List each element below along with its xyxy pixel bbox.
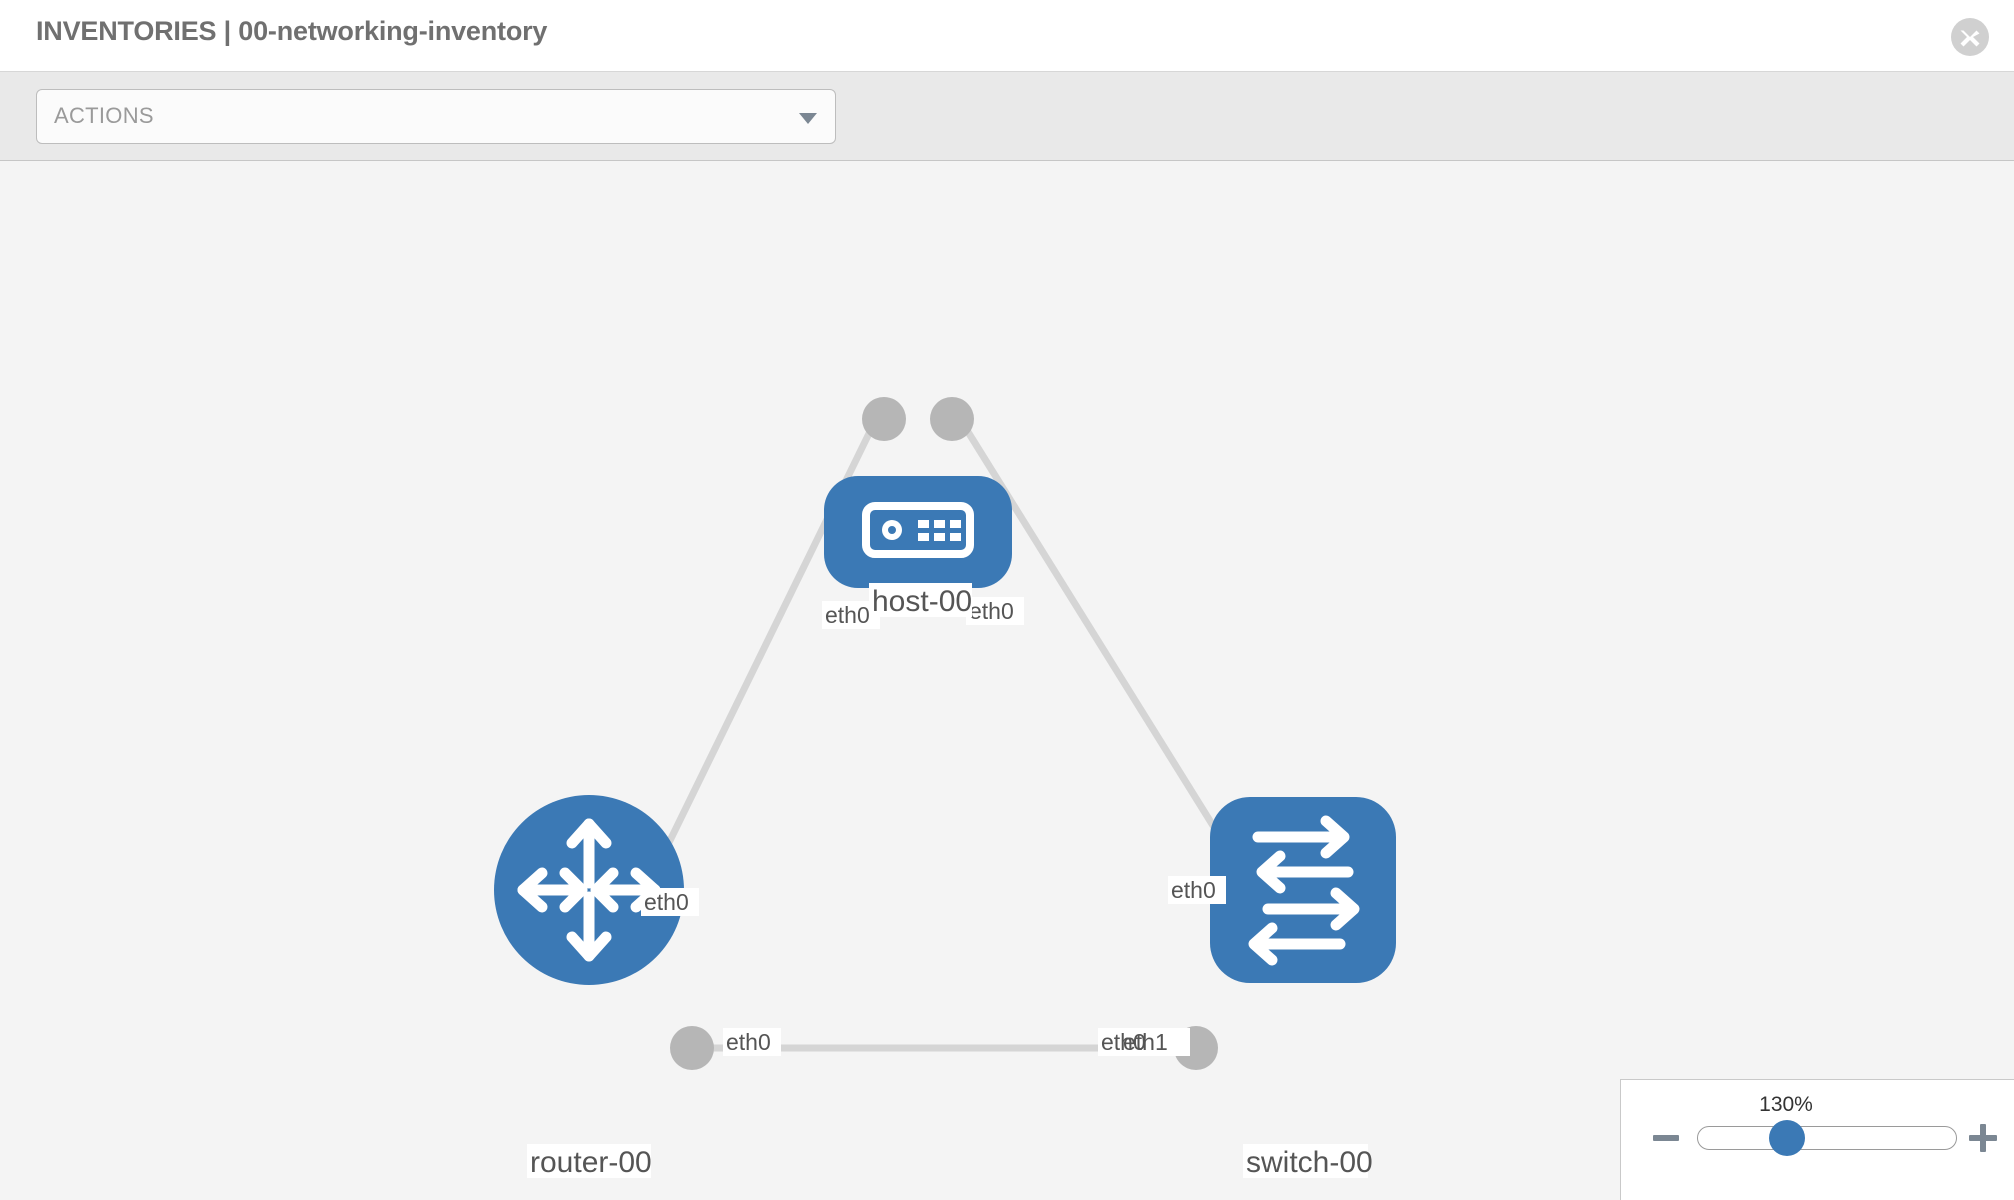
interface-labels: eth0 eth0 eth0 eth0 eth0 eth0 eth1 [641, 597, 1226, 1056]
zoom-control-panel: 130% [1620, 1079, 2014, 1200]
edge-label-switch00-eth0-left: eth0 [1101, 1029, 1146, 1055]
link-host00-switch00[interactable] [952, 409, 1238, 863]
actions-dropdown[interactable]: ACTIONS [36, 89, 836, 144]
node-host-00[interactable] [824, 476, 1012, 588]
close-icon [1960, 30, 1980, 47]
node-label-switch-00: switch-00 [1246, 1146, 1373, 1179]
node-label-router-00: router-00 [530, 1146, 652, 1179]
router-arrows-icon-heads [559, 867, 619, 913]
page-header: INVENTORIES | 00-networking-inventory [0, 0, 2014, 72]
edge-label-switch00-eth1-left: eth1 [1123, 1029, 1168, 1055]
topology-graph: eth0 eth0 eth0 eth0 eth0 eth0 eth1 host-… [494, 397, 1396, 1179]
node-router-00-shape[interactable] [494, 795, 684, 985]
zoom-slider-thumb[interactable] [1769, 1120, 1805, 1156]
edge-label-host00-eth0-left: eth0 [825, 602, 870, 628]
node-switch-00[interactable] [1210, 797, 1396, 983]
zoom-in-button[interactable] [1969, 1124, 1997, 1152]
connector-router00-right[interactable] [670, 1026, 714, 1070]
node-label-host-00: host-00 [872, 585, 972, 618]
edge-label-switch00-eth0-up: eth0 [1171, 877, 1216, 903]
node-host-00-shape[interactable] [824, 476, 1012, 588]
connector-host00-right[interactable] [930, 397, 974, 441]
topology-canvas[interactable]: eth0 eth0 eth0 eth0 eth0 eth0 eth1 host-… [0, 161, 2014, 1200]
node-labels: host-00 router-00 switch-00 [527, 583, 1373, 1179]
connector-host00-left[interactable] [862, 397, 906, 441]
server-device-icon [862, 502, 974, 558]
zoom-slider-track[interactable] [1697, 1126, 1957, 1150]
zoom-out-button[interactable] [1653, 1135, 1679, 1141]
switch-arrows-icon [1248, 815, 1360, 966]
actions-dropdown-label: ACTIONS [54, 103, 154, 128]
toolbar: ACTIONS SEARCH [0, 72, 2014, 216]
close-button[interactable] [1951, 18, 1989, 56]
node-switch-00-shape[interactable] [1210, 797, 1396, 983]
edge-label-router00-eth0-up: eth0 [644, 889, 689, 915]
page-title: INVENTORIES | 00-networking-inventory [36, 16, 548, 46]
chevron-down-icon [799, 112, 817, 124]
edge-label-router00-eth0-right: eth0 [726, 1029, 771, 1055]
zoom-level-value: 130% [1759, 1093, 1813, 1116]
edge-label-host00-eth0-right: eth0 [969, 598, 1014, 624]
